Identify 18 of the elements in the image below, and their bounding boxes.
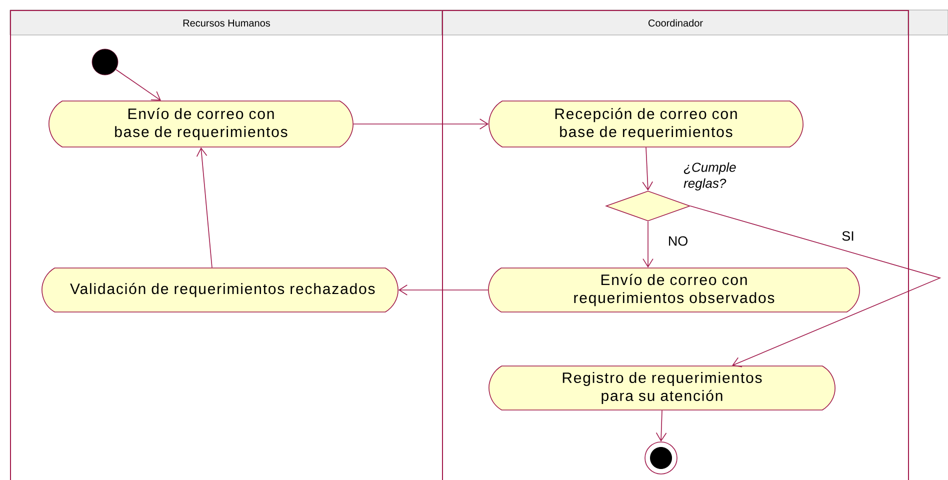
activity-box: Registro de requerimientos para su atención (488, 366, 836, 410)
end-node (644, 442, 678, 474)
activity-box: Validación de requerimientos rechazados (42, 268, 398, 312)
arrow (398, 284, 488, 296)
decision-label: ¿Cumple reglas? (684, 162, 736, 190)
activity-box: Envío de correo con requerimientos observados (488, 268, 860, 312)
activity-box: Recepción de correo con base de requerimientos (488, 100, 804, 148)
arrow (353, 118, 489, 130)
arrow (115, 69, 161, 101)
edge-label: SI (840, 230, 856, 242)
arrow (690, 206, 942, 368)
arrow (196, 147, 212, 268)
arrow (642, 221, 654, 268)
start-node (92, 48, 118, 76)
arrow (642, 147, 653, 191)
edge-label: NO (666, 235, 690, 247)
arrow (656, 410, 667, 442)
activity-box: Envío de correo con base de requerimientos (48, 100, 354, 148)
